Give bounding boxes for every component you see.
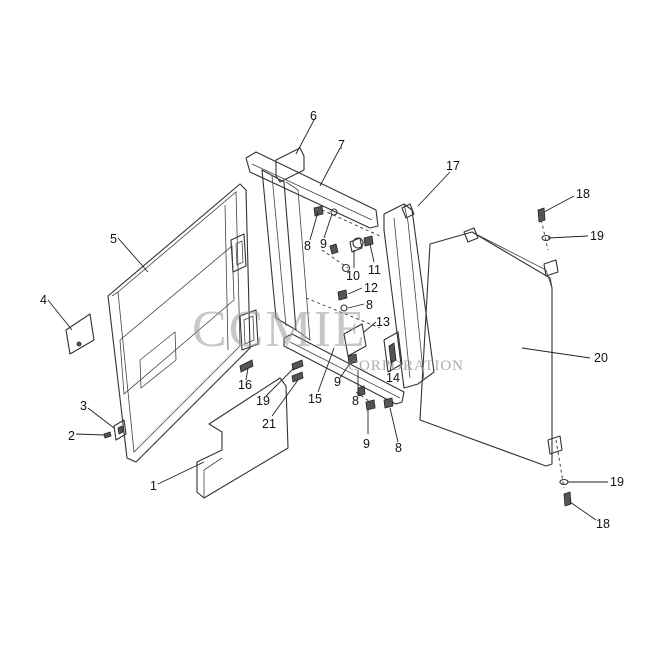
watermark-brand: CCMIE (192, 301, 367, 358)
callout-7: 7 (338, 138, 345, 152)
door-panel (107, 183, 251, 463)
leader-lines (47, 119, 608, 521)
mid-bracket (343, 323, 367, 357)
callout-8-upper: 8 (304, 239, 311, 253)
top-bracket (275, 147, 305, 183)
callout-1: 1 (150, 479, 157, 493)
hinge-upper (230, 233, 247, 273)
callout-12: 12 (364, 281, 378, 295)
watermark: CCMIE CORPORATION (192, 301, 464, 374)
screw-2 (103, 431, 112, 439)
callout-6: 6 (310, 109, 317, 123)
callout-19-bottom: 19 (610, 475, 624, 489)
top-rail (245, 151, 379, 229)
callout-19-top: 19 (590, 229, 604, 243)
mid-hinge (383, 331, 403, 373)
watermark-subtitle: CORPORATION (348, 358, 464, 374)
callout-4: 4 (40, 293, 47, 307)
frame-left (261, 169, 311, 341)
side-cover-panel (419, 227, 563, 467)
callout-9-lower: 9 (363, 437, 370, 451)
hinge-lower (239, 309, 259, 351)
callout-2: 2 (68, 429, 75, 443)
foam-pad (196, 377, 289, 499)
callout-19-left: 19 (256, 394, 270, 408)
callout-9-mid: 9 (334, 375, 341, 389)
right-post (383, 203, 435, 389)
callout-17: 17 (446, 159, 460, 173)
callout-21: 21 (262, 417, 276, 431)
callout-11: 11 (368, 263, 381, 277)
callout-18-bottom: 18 (596, 517, 610, 531)
small-plate (65, 313, 95, 355)
callout-8-bottom: 8 (395, 441, 402, 455)
callout-13: 13 (376, 315, 390, 329)
callout-8-lower: 8 (352, 394, 359, 408)
callout-10: 10 (346, 269, 360, 283)
callout-15: 15 (308, 392, 322, 406)
latch (113, 419, 127, 441)
bolt-bottom (559, 478, 572, 507)
callout-18-top: 18 (576, 187, 590, 201)
callout-9-upper: 9 (320, 237, 327, 251)
bolt-top (537, 207, 551, 242)
assembly-lines (305, 209, 565, 489)
callout-16: 16 (238, 378, 252, 392)
callout-20: 20 (594, 351, 608, 365)
callout-8-mid: 8 (366, 298, 373, 312)
fasteners (239, 205, 394, 411)
callout-3: 3 (80, 399, 87, 413)
callout-labels: 1 2 3 4 5 6 7 8 9 10 11 12 8 13 14 16 19… (40, 109, 624, 531)
callout-5: 5 (110, 232, 117, 246)
callout-14: 14 (386, 371, 400, 385)
